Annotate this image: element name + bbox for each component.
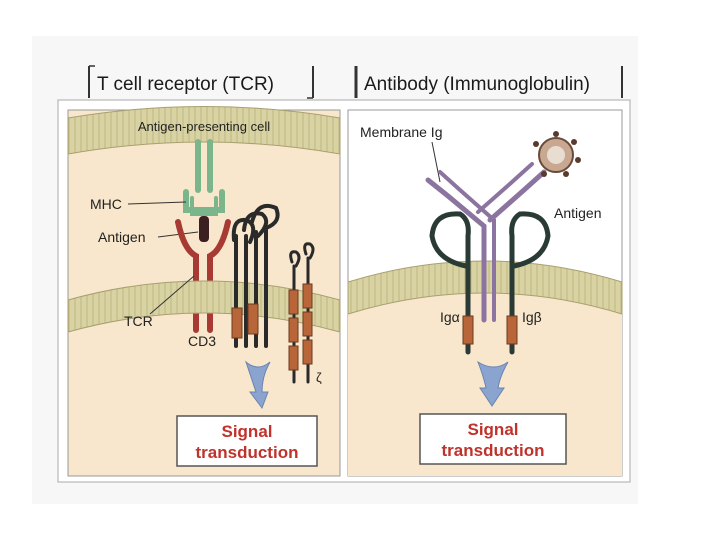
ig-alpha-label: Igα [440, 309, 460, 325]
tcell-membrane [67, 280, 341, 333]
tcr-panel: T cell receptor (TCR) Antigen-presenting… [67, 65, 341, 477]
tcr-antigen-peptide [199, 216, 209, 242]
mhc-leader-line [127, 201, 187, 205]
apc-label: Antigen-presenting cell [138, 119, 270, 134]
ig-beta-label: Igβ [522, 309, 542, 325]
zeta-chains [288, 242, 315, 384]
antibody-signal-box [419, 413, 567, 465]
cd3-label: CD3 [188, 333, 216, 349]
antibody-panel-title: Antibody (Immunoglobulin) [364, 74, 590, 95]
tcr-header: T cell receptor (TCR) [88, 65, 314, 99]
antibody-antigen [533, 131, 581, 177]
mhc-molecule [183, 139, 225, 216]
antibody-signal-line2: transduction [442, 441, 545, 460]
antigen-leader-line [157, 231, 199, 238]
tcr-panel-title: T cell receptor (TCR) [97, 74, 274, 95]
ig-beta-itam [506, 315, 518, 345]
antibody-antigen-label: Antigen [554, 205, 601, 221]
tcr-antigen-label: Antigen [98, 229, 145, 245]
antibody-panel: Antibody (Immunoglobulin) Membrane Ig [347, 66, 623, 477]
tcr-molecule [175, 219, 231, 333]
cd3-complex [231, 203, 280, 348]
tcr-leader-line [149, 275, 195, 315]
antibody-signal-arrow [477, 360, 509, 407]
tcr-signal-line2: transduction [196, 443, 299, 462]
zeta-label: ζ [316, 370, 322, 385]
tcr-label: TCR [124, 313, 153, 329]
membrane-ig-label: Membrane Ig [360, 124, 442, 140]
mhc-label: MHC [90, 196, 122, 212]
antibody-header: Antibody (Immunoglobulin) [354, 66, 623, 98]
antibody-signal-line1: Signal [467, 420, 518, 439]
tcr-signal-box [176, 415, 318, 467]
membrane-ig-leader-line [431, 141, 441, 183]
membrane-ig [425, 162, 547, 323]
ig-alpha-itam [462, 315, 474, 345]
tcr-signal-line1: Signal [221, 422, 272, 441]
apc-membrane [67, 106, 341, 155]
tcr-signal-arrow [244, 360, 271, 410]
